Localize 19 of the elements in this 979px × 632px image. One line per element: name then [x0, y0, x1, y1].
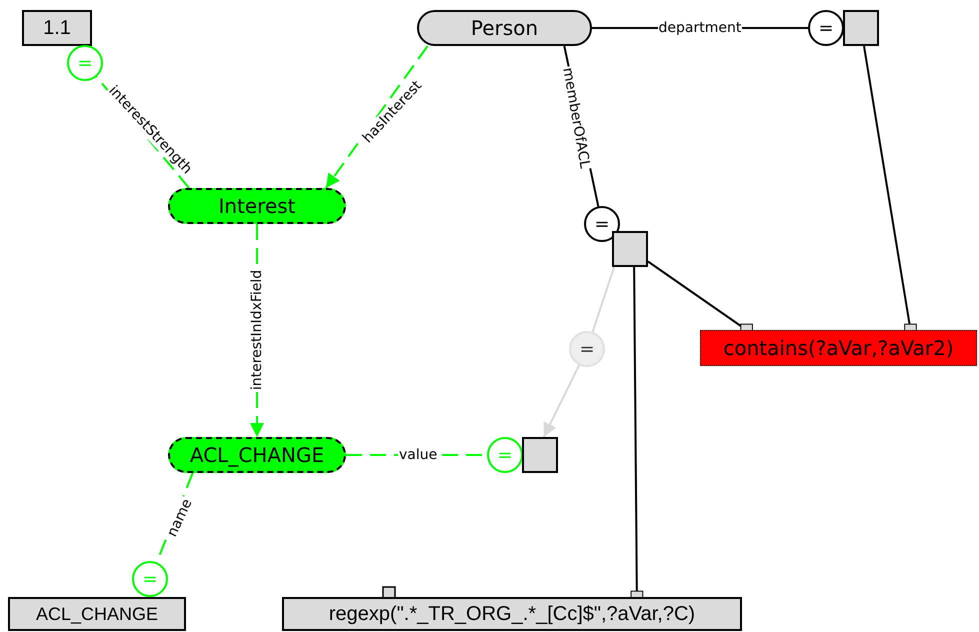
variable-square [612, 231, 648, 267]
variable-square [522, 437, 558, 473]
equals-circle: = [67, 45, 103, 81]
connector-line [592, 266, 616, 332]
equals-circle: = [569, 331, 605, 367]
equals-circle: = [132, 561, 168, 597]
value-box: regexp(".*_TR_ORG_.*_[Cc]$",?aVar,?C) [282, 597, 742, 631]
arrow [542, 364, 580, 438]
class-node: ACL_CHANGE [168, 437, 346, 473]
variable-square [843, 10, 879, 46]
equals-circle: = [487, 437, 523, 473]
value-box: 1.1 [22, 10, 92, 46]
class-node: Person [417, 10, 592, 46]
class-node: Interest [168, 188, 346, 224]
value-box: ACL_CHANGE [8, 597, 186, 631]
edge-label: department [658, 20, 742, 36]
equals-circle: = [584, 206, 620, 242]
equals-circle: = [808, 10, 844, 46]
function-box: contains(?aVar,?aVar2) [700, 330, 977, 366]
